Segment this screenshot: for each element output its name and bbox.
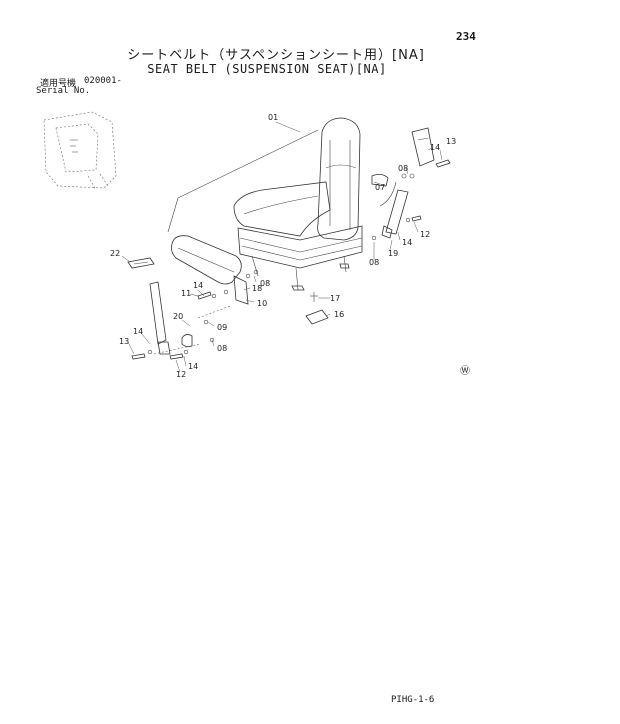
- callout-07: 07: [375, 183, 385, 192]
- page-title-english: SEAT BELT (SUSPENSION SEAT)[NA]: [147, 62, 387, 76]
- belt-left-side: [127, 257, 259, 360]
- callout-08: 08: [398, 164, 408, 173]
- callout-08: 08: [260, 279, 270, 288]
- callout-16: 16: [334, 310, 344, 319]
- footer-code: PIHG-1-6: [391, 695, 435, 705]
- callout-12: 12: [420, 230, 430, 239]
- leader-lines: [121, 121, 443, 373]
- callout-14: 14: [193, 281, 203, 290]
- serial-number-value: 020001-: [84, 76, 122, 86]
- page-title-japanese: シートベルト（サスペンションシート用）[NA]: [127, 48, 425, 63]
- callout-14: 14: [430, 143, 440, 152]
- seat-assembly: [233, 117, 363, 291]
- callout-18: 18: [252, 284, 262, 293]
- callout-20: 20: [173, 312, 183, 321]
- callout-08: 08: [217, 344, 227, 353]
- callout-13: 13: [119, 337, 129, 346]
- serial-label-japanese: 適用号機: [40, 79, 77, 89]
- callout-19: 19: [388, 249, 398, 258]
- callout-13: 13: [446, 137, 456, 146]
- callout-08: 08: [369, 258, 379, 267]
- callout-14: 14: [402, 238, 412, 247]
- machine-thumbnail: [43, 111, 117, 191]
- callout-17: 17: [330, 294, 340, 303]
- outline-link: [167, 129, 319, 233]
- callout-01: 01: [268, 113, 278, 122]
- callout-labels: 01 13 14 08 07 12 14 19 08 22 14 11 08 1…: [110, 113, 456, 379]
- callout-09: 09: [217, 323, 227, 332]
- callout-14: 14: [188, 362, 198, 371]
- seat-bracket: [305, 292, 329, 325]
- callout-10: 10: [257, 299, 267, 308]
- serial-label-english: Serial No.: [36, 86, 91, 96]
- callout-14: 14: [133, 327, 143, 336]
- w-mark-icon: Ⓦ: [460, 365, 470, 377]
- armrest: [171, 235, 242, 285]
- callout-11: 11: [181, 289, 191, 298]
- page-number: 234: [456, 30, 476, 43]
- callout-22: 22: [110, 249, 120, 258]
- belt-right-side: [371, 127, 451, 241]
- callout-12: 12: [176, 370, 186, 379]
